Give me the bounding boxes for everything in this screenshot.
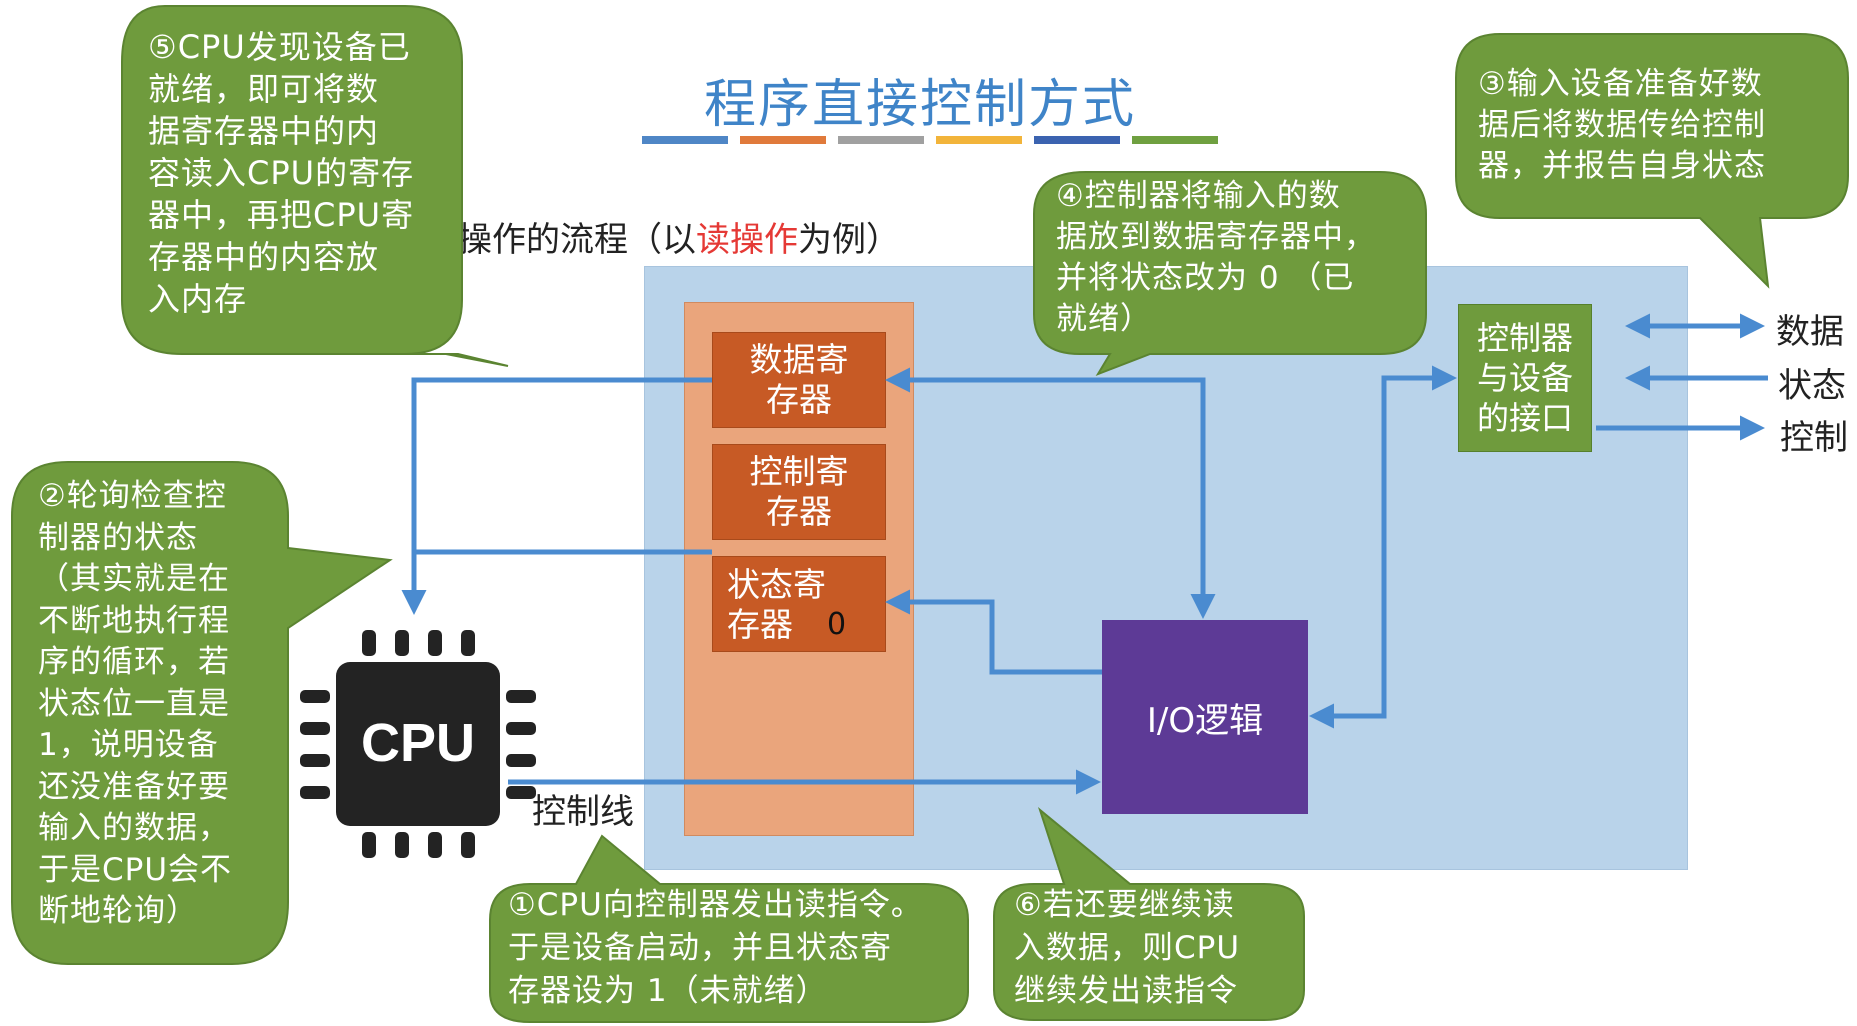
- device-interface-label: 控制器 与设备 的接口: [1476, 319, 1573, 437]
- page-title: 程序直接控制方式: [703, 75, 1136, 135]
- cpu-pin: [395, 832, 409, 858]
- cpu-pin: [300, 722, 330, 735]
- cpu-pin: [506, 786, 536, 799]
- callout-step1-text: ①CPU向控制器发出读指令。 于是设备启动，并且状态寄 存器设为 1（未就绪）: [508, 887, 923, 1009]
- io-logic-block: I/O逻辑: [1102, 620, 1308, 814]
- cpu-pin: [461, 630, 475, 656]
- cpu-pin: [506, 690, 536, 703]
- callout-step3-shape: [1455, 33, 1849, 289]
- cpu-pin: [395, 630, 409, 656]
- subtitle-suffix: 为例）: [798, 220, 900, 260]
- device-data-label: 数据: [1776, 312, 1844, 352]
- iologic-to-data-register-arrow: [885, 367, 1216, 619]
- device-status-label: 状态: [1778, 366, 1846, 406]
- iologic-to-status-register-arrow: [885, 589, 1102, 675]
- title-underline-segment: [936, 136, 1022, 144]
- data-to-cpu-arrow: [401, 377, 712, 615]
- callout-step2-text: ②轮询检查控 制器的状态 （其实就是在 不断地执行程 序的循环，若 状态位一直是…: [38, 478, 233, 929]
- cpu-pin: [506, 754, 536, 767]
- callout-step5-text: ⑤CPU发现设备已 就绪，即可将数 据寄存器中的内 容读入CPU的寄存 器中，再…: [148, 28, 415, 318]
- interface-to-iologic-arrow: [1309, 365, 1457, 729]
- cpu-pin: [428, 630, 442, 656]
- subtitle-highlight: 读操作: [696, 220, 798, 260]
- status-register-value: 0: [827, 607, 847, 642]
- title-underline-segment: [1132, 136, 1218, 144]
- cpu-pin: [461, 832, 475, 858]
- callout-step6-shape: [993, 807, 1305, 1021]
- title-underline-segment: [1034, 136, 1120, 144]
- data-register-label: 数据寄 存器: [749, 340, 849, 419]
- cpu-pin: [362, 630, 376, 656]
- io-logic-label: I/O逻辑: [1146, 700, 1264, 741]
- callout-step3-text: ③输入设备准备好数 据后将数据传给控制 器，并报告自身状态: [1478, 66, 1766, 184]
- subtitle: 操作的流程（以读操作为例）: [458, 212, 900, 261]
- callout-step5-shape: [121, 5, 509, 367]
- cpu-pin: [300, 690, 330, 703]
- callout-step4-text: ④控制器将输入的数 据放到数据寄存器中， 并将状态改为 0 （已 就绪）: [1056, 178, 1376, 337]
- title-underline-segment: [740, 136, 826, 144]
- cpu-pin: [428, 832, 442, 858]
- cpu-chip-body: [336, 662, 500, 826]
- callout-step6-text: ⑥若还要继续读 入数据，则CPU 继续发出读指令: [1014, 887, 1241, 1009]
- status-register-label: 状态寄 存器: [727, 565, 826, 644]
- device-control-label: 控制: [1780, 418, 1848, 458]
- cpu-pin: [506, 722, 536, 735]
- subtitle-prefix: 操作的流程（以: [458, 220, 696, 260]
- cpu-label: CPU: [360, 713, 475, 773]
- device-interface: 控制器 与设备 的接口: [1458, 304, 1592, 452]
- control-register: 控制寄 存器: [712, 444, 886, 540]
- callout-step1-shape: [489, 834, 969, 1023]
- title-underline-segment: [838, 136, 924, 144]
- cpu-pin: [300, 786, 330, 799]
- control-register-label: 控制寄 存器: [749, 452, 849, 531]
- title-underline-segment: [642, 136, 728, 144]
- data-register: 数据寄 存器: [712, 332, 886, 428]
- control-line-label: 控制线: [532, 792, 634, 832]
- cpu-pin: [362, 832, 376, 858]
- cpu-pin: [300, 754, 330, 767]
- callout-step4-shape: [1033, 171, 1427, 376]
- callout-step2-shape: [11, 461, 393, 965]
